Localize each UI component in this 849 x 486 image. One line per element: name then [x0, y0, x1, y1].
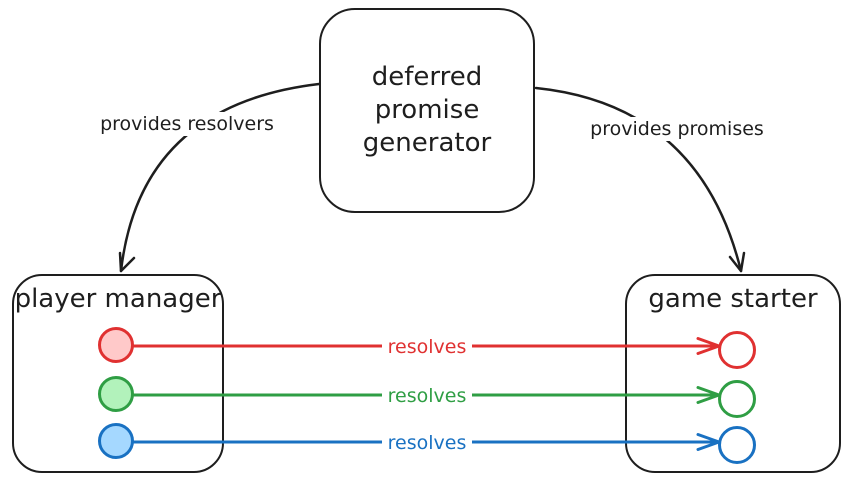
edge-label-provides-promises: provides promises [585, 117, 769, 141]
player-manager-node: player manager [12, 274, 224, 473]
arrowhead-down-right-icon [728, 251, 746, 273]
arrowhead-down-left-icon [118, 251, 136, 273]
resolve-label-bg-blue [382, 429, 472, 455]
resolve-label-bg-green [382, 382, 472, 408]
generator-label: deferred promise generator [362, 61, 492, 159]
edge-provides-promises [534, 86, 743, 273]
resolve-label-blue: resolves [388, 432, 467, 454]
resolve-label-green: resolves [388, 385, 467, 407]
generator-node: deferred promise generator [319, 8, 535, 213]
player-manager-title: player manager [14, 284, 222, 314]
game-starter-title: game starter [648, 284, 818, 314]
game-starter-node: game starter [625, 274, 841, 473]
edge-label-provides-resolvers: provides resolvers [95, 112, 279, 136]
resolve-label-red: resolves [388, 336, 467, 358]
resolve-label-bg-red [382, 333, 472, 359]
